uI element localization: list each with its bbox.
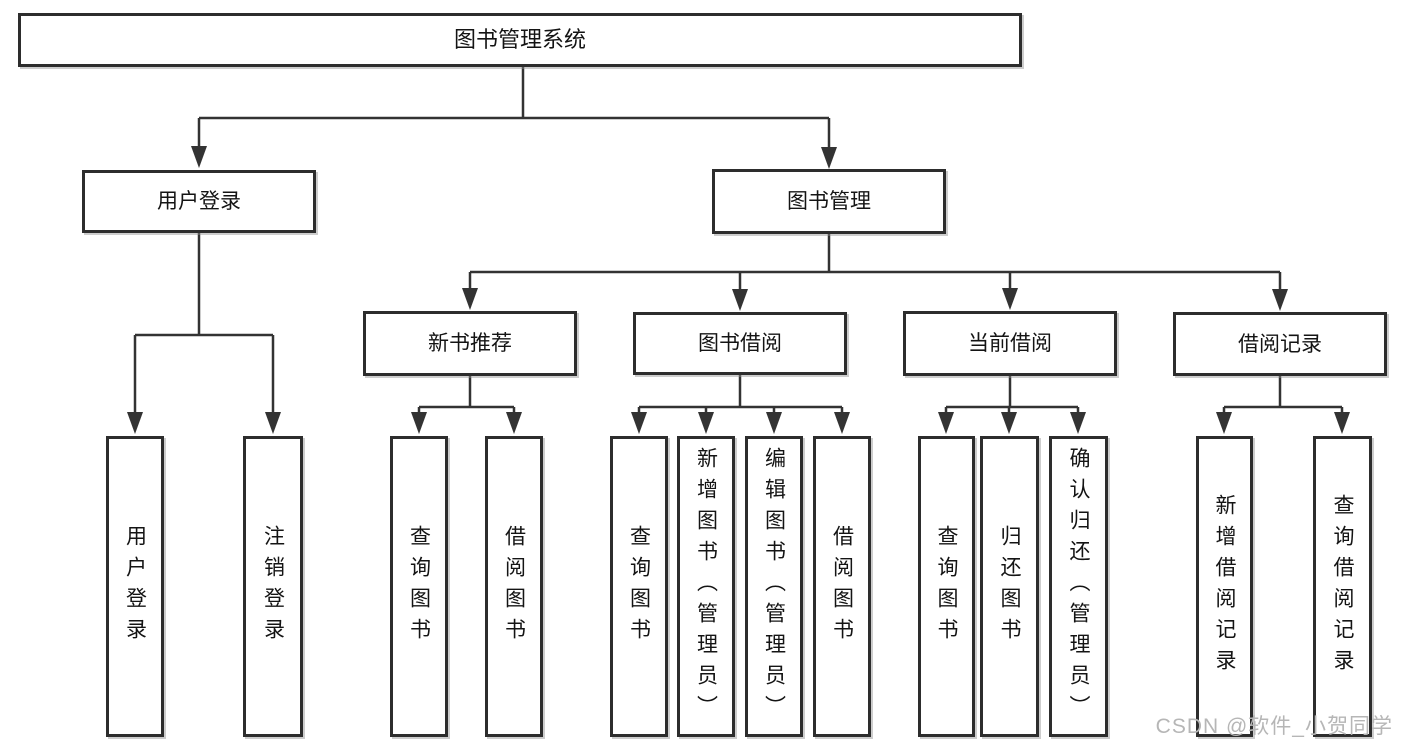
- leaf-query-borrow-record: 查询借阅记录: [1313, 436, 1372, 737]
- node-current-borrow: 当前借阅: [903, 311, 1117, 376]
- node-book-borrow-label: 图书借阅: [698, 332, 782, 355]
- leaf-edit-books-admin: 编辑图书（管理员）: [745, 436, 803, 737]
- leaf-borrow-books-1: 借阅图书: [485, 436, 543, 737]
- node-borrow-records-label: 借阅记录: [1238, 332, 1322, 356]
- leaf-return-books: 归还图书: [980, 436, 1039, 737]
- leaf-confirm-return-admin: 确认归还（管理员）: [1049, 436, 1108, 737]
- leaf-add-books-admin: 新增图书（管理员）: [677, 436, 735, 737]
- leaf-add-borrow-record: 新增借阅记录: [1196, 436, 1253, 737]
- node-new-book-recommend: 新书推荐: [363, 311, 577, 376]
- node-book-management: 图书管理: [712, 169, 946, 234]
- node-book-borrow: 图书借阅: [633, 312, 847, 375]
- leaf-query-books-2: 查询图书: [610, 436, 668, 737]
- watermark: CSDN @软件_小贺同学: [1155, 715, 1393, 738]
- leaf-user-login: 用户登录: [106, 436, 164, 737]
- leaf-query-books-3: 查询图书: [918, 436, 975, 737]
- leaf-query-books-1: 查询图书: [390, 436, 448, 737]
- node-user-login: 用户登录: [82, 170, 316, 233]
- leaf-borrow-books-2: 借阅图书: [813, 436, 871, 737]
- node-user-login-label: 用户登录: [157, 190, 241, 213]
- node-book-management-label: 图书管理: [787, 190, 871, 213]
- node-current-borrow-label: 当前借阅: [968, 332, 1052, 355]
- node-root: 图书管理系统: [18, 13, 1022, 67]
- node-borrow-records: 借阅记录: [1173, 312, 1387, 376]
- leaf-logout: 注销登录: [243, 436, 303, 737]
- arrowheads: [127, 146, 1350, 434]
- node-new-book-recommend-label: 新书推荐: [428, 332, 512, 355]
- node-root-label: 图书管理系统: [453, 27, 586, 52]
